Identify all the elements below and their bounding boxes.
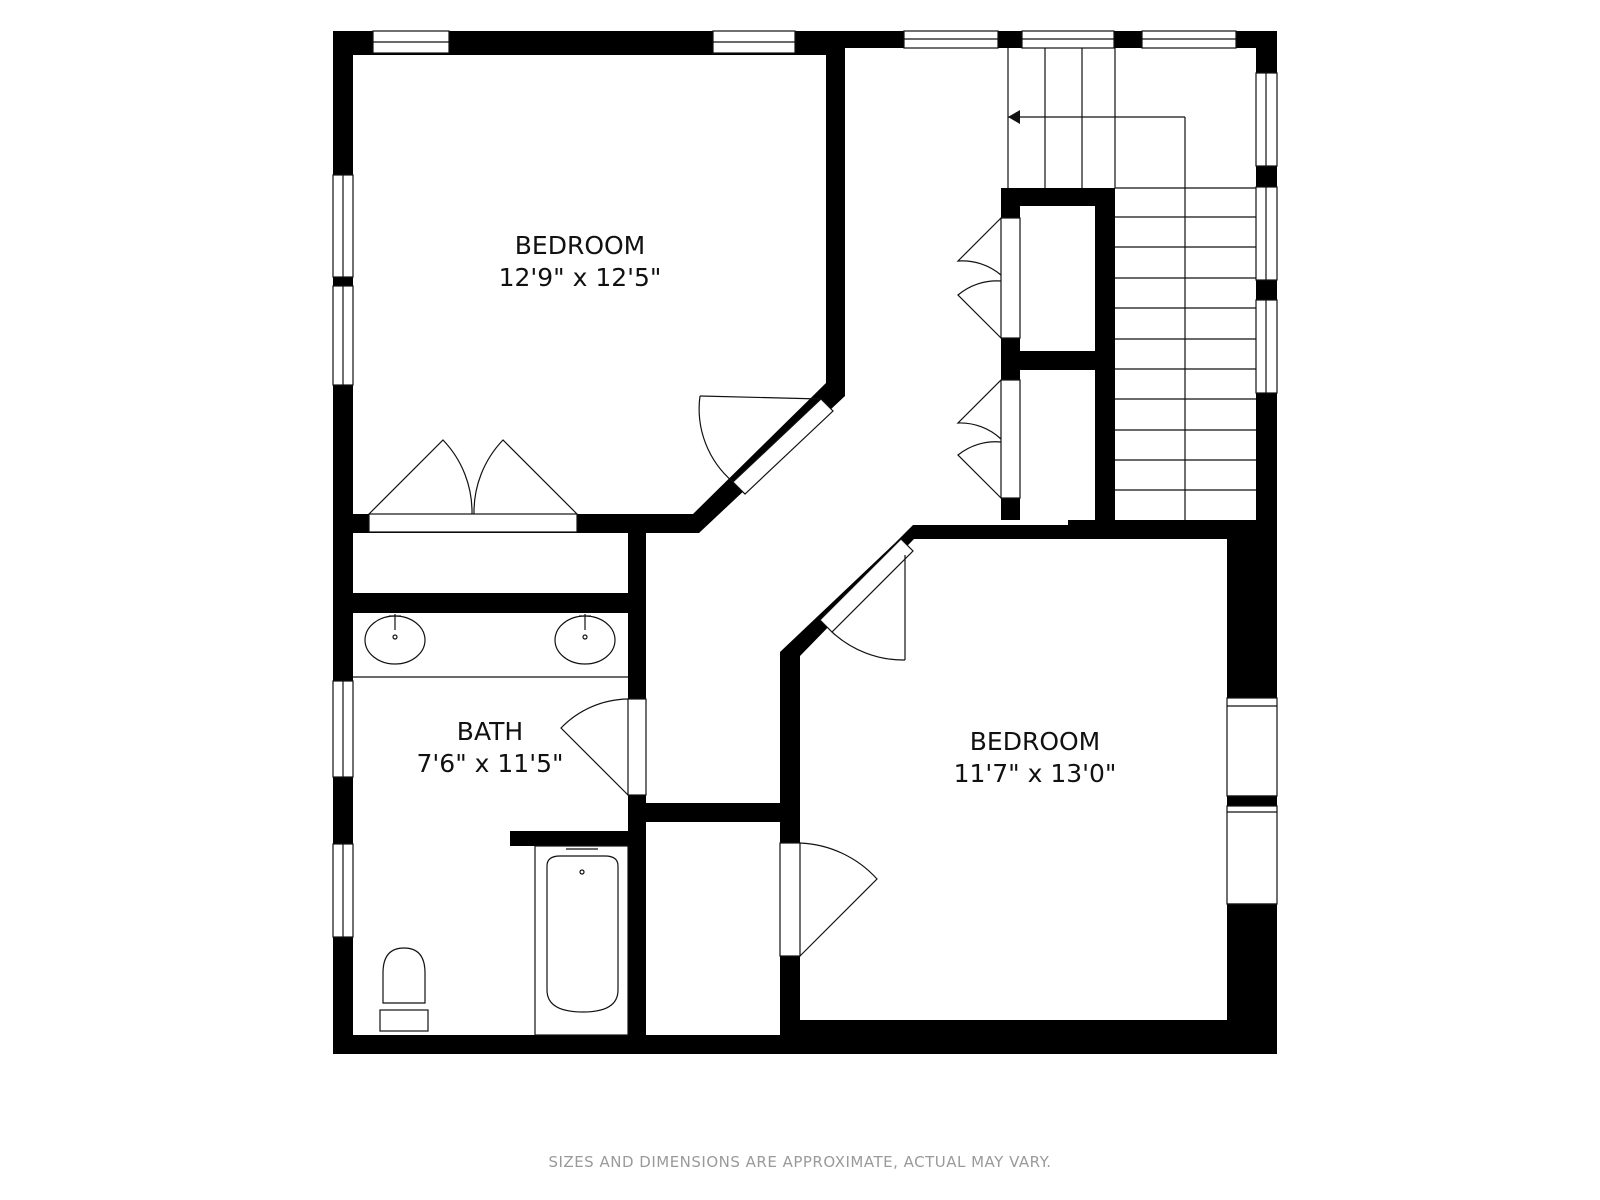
- room-name: BATH: [457, 717, 523, 746]
- window-right-5: [1226, 805, 1278, 905]
- window-left-1: [332, 174, 354, 278]
- room-size: 7'6" x 11'5": [417, 749, 564, 778]
- door-bedroom-1: [698, 395, 834, 495]
- toilet-icon: [379, 947, 429, 1032]
- window-right-3: [1255, 299, 1278, 394]
- room-voids: [353, 48, 1256, 1035]
- room-size: 12'9" x 12'5": [499, 263, 662, 292]
- door-closet-bedroom-2: [779, 842, 878, 957]
- room-size: 11'7" x 13'0": [954, 759, 1117, 788]
- room-name: BEDROOM: [515, 231, 646, 260]
- window-top-3: [903, 30, 999, 49]
- disclaimer-note: SIZES AND DIMENSIONS ARE APPROXIMATE, AC…: [548, 1153, 1052, 1171]
- windows: [332, 30, 1278, 938]
- room-label-bedroom-2: BEDROOM 11'7" x 13'0": [954, 727, 1117, 788]
- doors: [368, 217, 1021, 957]
- sink-left-icon: [364, 614, 426, 665]
- room-label-bath: BATH 7'6" x 11'5": [417, 717, 564, 778]
- staircase: [1007, 48, 1256, 520]
- closet-doors-hall-upper: [956, 217, 1021, 339]
- window-left-4: [332, 843, 354, 938]
- door-bath: [560, 698, 647, 796]
- closet-doors-bedroom-1: [368, 439, 578, 533]
- walls: [333, 31, 1277, 1054]
- window-top-5: [1141, 30, 1237, 49]
- room-label-bedroom-1: BEDROOM 12'9" x 12'5": [499, 231, 662, 292]
- window-right-4: [1226, 697, 1278, 797]
- window-left-3: [332, 680, 354, 778]
- window-top-2: [712, 30, 796, 54]
- window-right-1: [1255, 72, 1278, 167]
- door-bedroom-2: [819, 538, 914, 661]
- room-name: BEDROOM: [970, 727, 1101, 756]
- window-top-4: [1021, 30, 1115, 49]
- window-right-2: [1255, 186, 1278, 281]
- window-left-2: [332, 285, 354, 386]
- window-top-1: [372, 30, 450, 54]
- bath-fixtures: [353, 614, 629, 1036]
- closet-doors-hall-lower: [956, 379, 1021, 499]
- room-labels: BEDROOM 12'9" x 12'5" BATH 7'6" x 11'5" …: [417, 231, 1117, 788]
- bathtub-icon: [534, 845, 629, 1036]
- stair-arrow-icon: [1008, 110, 1020, 124]
- sink-right-icon: [554, 614, 616, 665]
